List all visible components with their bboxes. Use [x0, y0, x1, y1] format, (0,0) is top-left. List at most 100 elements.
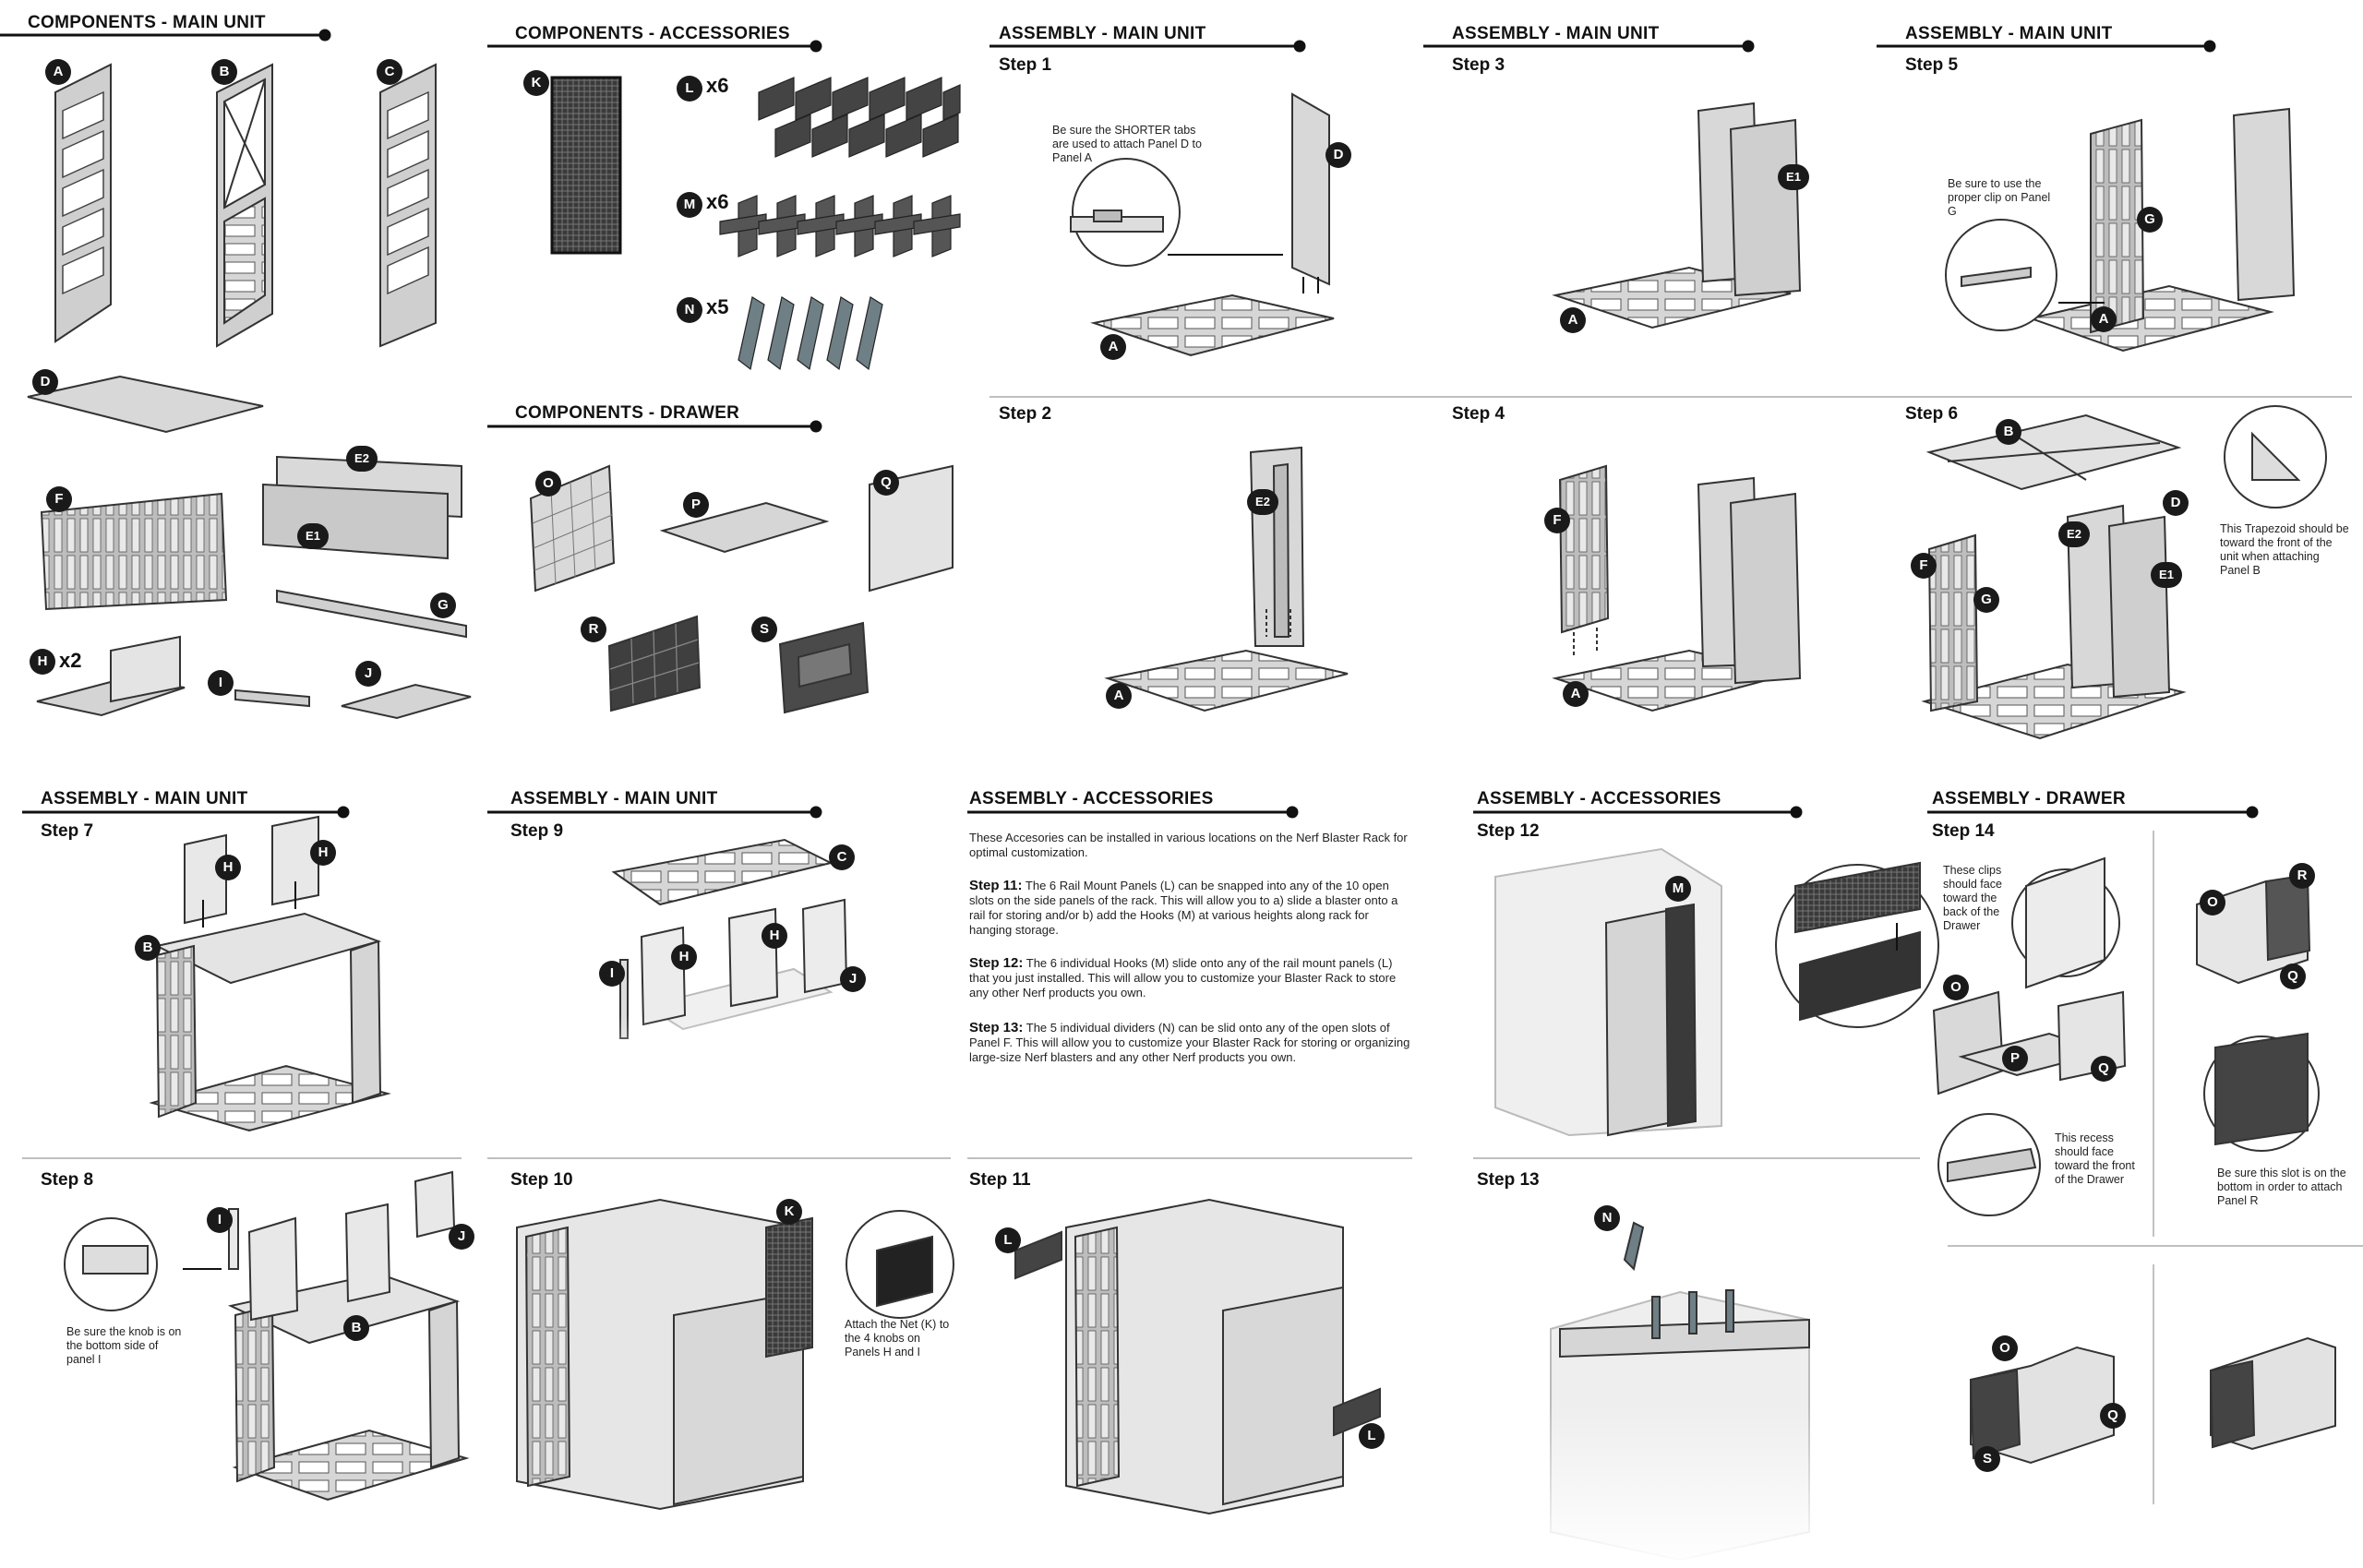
step4-callout-f: F [1544, 508, 1570, 533]
step7-callout-h-1: H [215, 855, 241, 880]
step8-callout-j: J [449, 1224, 474, 1250]
step1-callout-d: D [1325, 142, 1351, 168]
step11-callout-l-2: L [1359, 1423, 1385, 1449]
step-10-label: Step 10 [510, 1170, 573, 1190]
step2-callout-e2: E2 [1247, 489, 1278, 515]
step-13-label: Step 13 [1477, 1170, 1540, 1190]
step10-callout-k: K [776, 1199, 802, 1225]
step14-recess-note: This recess should face toward the front… [2055, 1131, 2135, 1186]
part-callout-c: C [377, 59, 402, 85]
step4-callout-a: A [1563, 681, 1589, 707]
step5-note: Be sure to use the proper clip on Panel … [1948, 177, 2051, 218]
assembly-main-header-1: ASSEMBLY - MAIN UNIT [999, 24, 1206, 43]
part-callout-p: P [683, 492, 709, 518]
part-callout-q: Q [873, 470, 899, 496]
part-callout-n: N [677, 297, 702, 323]
step9-callout-c: C [829, 844, 855, 870]
part-callout-k: K [523, 70, 549, 96]
step-9-label: Step 9 [510, 821, 564, 841]
part-callout-d: D [32, 369, 58, 395]
step2-callout-a: A [1106, 683, 1132, 709]
step3-callout-a: A [1560, 307, 1586, 333]
part-callout-s: S [751, 616, 777, 642]
step6-callout-g: G [1973, 587, 1999, 613]
accessories-step11-paragraph: Step 11: The 6 Rail Mount Panels (L) can… [969, 879, 1412, 938]
accessories-step11-label: Step 11: [969, 878, 1023, 893]
assembly-drawer-header: ASSEMBLY - DRAWER [1932, 789, 2126, 808]
accessories-step12-label: Step 12: [969, 955, 1024, 971]
part-callout-l: L [677, 76, 702, 102]
part-callout-b: B [211, 59, 237, 85]
step-7-label: Step 7 [41, 821, 94, 841]
step14-callout-p: P [2002, 1046, 2028, 1071]
assembly-main-header-4: ASSEMBLY - MAIN UNIT [41, 789, 248, 808]
step9-callout-h-2: H [762, 923, 787, 949]
step13-callout-n: N [1594, 1205, 1620, 1231]
assembly-accessories-header-1: ASSEMBLY - ACCESSORIES [969, 789, 1214, 808]
step14-callout-o: O [1943, 975, 1969, 1000]
step7-callout-h-2: H [310, 840, 336, 866]
assembly-main-header-5: ASSEMBLY - MAIN UNIT [510, 789, 718, 808]
part-callout-r: R [581, 616, 606, 642]
accessories-step12-paragraph: Step 12: The 6 individual Hooks (M) slid… [969, 956, 1412, 1000]
step7-callout-b: B [135, 935, 161, 961]
part-callout-e2: E2 [346, 446, 378, 472]
step-3-label: Step 3 [1452, 55, 1505, 75]
part-callout-f: F [46, 486, 72, 512]
accessories-step13-label: Step 13: [969, 1020, 1024, 1035]
part-callout-h: H [30, 649, 55, 675]
accessories-intro: These Accesories can be installed in var… [969, 831, 1408, 859]
step6-callout-e1: E1 [2151, 562, 2182, 588]
drawer-assembled-callout-s: S [1974, 1446, 2000, 1472]
step1-note: Be sure the SHORTER tabs are used to att… [1052, 124, 1202, 164]
part-callout-o: O [535, 471, 561, 497]
step-12-label: Step 12 [1477, 821, 1540, 841]
step6-note: This Trapezoid should be toward the fron… [2220, 522, 2349, 577]
part-callout-g: G [430, 592, 456, 618]
step14-callout-o-2: O [2200, 890, 2225, 916]
step-2-label: Step 2 [999, 404, 1052, 424]
step9-callout-j: J [840, 966, 866, 992]
components-drawer-header: COMPONENTS - DRAWER [515, 403, 740, 423]
part-callout-a: A [45, 59, 71, 85]
step-4-label: Step 4 [1452, 404, 1505, 424]
step-11-label: Step 11 [969, 1170, 1031, 1190]
step14-callout-q: Q [2091, 1056, 2117, 1082]
assembly-accessories-header-2: ASSEMBLY - ACCESSORIES [1477, 789, 1721, 808]
step14-clips-note: These clips should face toward the back … [1943, 864, 2002, 932]
part-callout-j: J [355, 661, 381, 687]
step6-callout-e2: E2 [2058, 521, 2090, 547]
assembly-main-header-2: ASSEMBLY - MAIN UNIT [1452, 24, 1660, 43]
accessories-step13-text: The 5 individual dividers (N) can be sli… [969, 1021, 1410, 1064]
step9-callout-i: I [599, 961, 625, 987]
step-14-label: Step 14 [1932, 821, 1995, 841]
step12-callout-m: M [1665, 876, 1691, 902]
step6-callout-d: D [2163, 490, 2189, 516]
accessories-step13-paragraph: Step 13: The 5 individual dividers (N) c… [969, 1021, 1412, 1065]
components-main-header: COMPONENTS - MAIN UNIT [28, 13, 266, 32]
net-panel-k [550, 76, 622, 255]
step11-callout-l-1: L [995, 1227, 1021, 1253]
part-callout-i: I [208, 670, 234, 696]
assembly-main-header-3: ASSEMBLY - MAIN UNIT [1905, 24, 2113, 43]
step14-callout-r: R [2289, 863, 2315, 889]
step8-callout-i: I [207, 1207, 233, 1233]
step6-callout-b: B [1996, 419, 2021, 445]
part-callout-e1: E1 [297, 523, 329, 549]
step9-callout-h-1: H [671, 944, 697, 970]
step14-callout-q-2: Q [2280, 964, 2306, 989]
quantity-m: x6 [706, 190, 729, 213]
step8-callout-b: B [343, 1315, 369, 1341]
step-1-label: Step 1 [999, 55, 1052, 75]
step14-slot-note: Be sure this slot is on the bottom in or… [2217, 1167, 2346, 1207]
accessories-step11-text: The 6 Rail Mount Panels (L) can be snapp… [969, 879, 1398, 937]
step6-callout-f: F [1911, 553, 1937, 579]
step10-note: Attach the Net (K) to the 4 knobs on Pan… [845, 1318, 950, 1359]
step5-callout-g: G [2137, 207, 2163, 233]
step-5-label: Step 5 [1905, 55, 1959, 75]
step5-callout-a: A [2091, 306, 2117, 332]
part-callout-m: M [677, 192, 702, 218]
quantity-l: x6 [706, 74, 729, 97]
drawer-assembled-callout-o: O [1992, 1335, 2018, 1361]
